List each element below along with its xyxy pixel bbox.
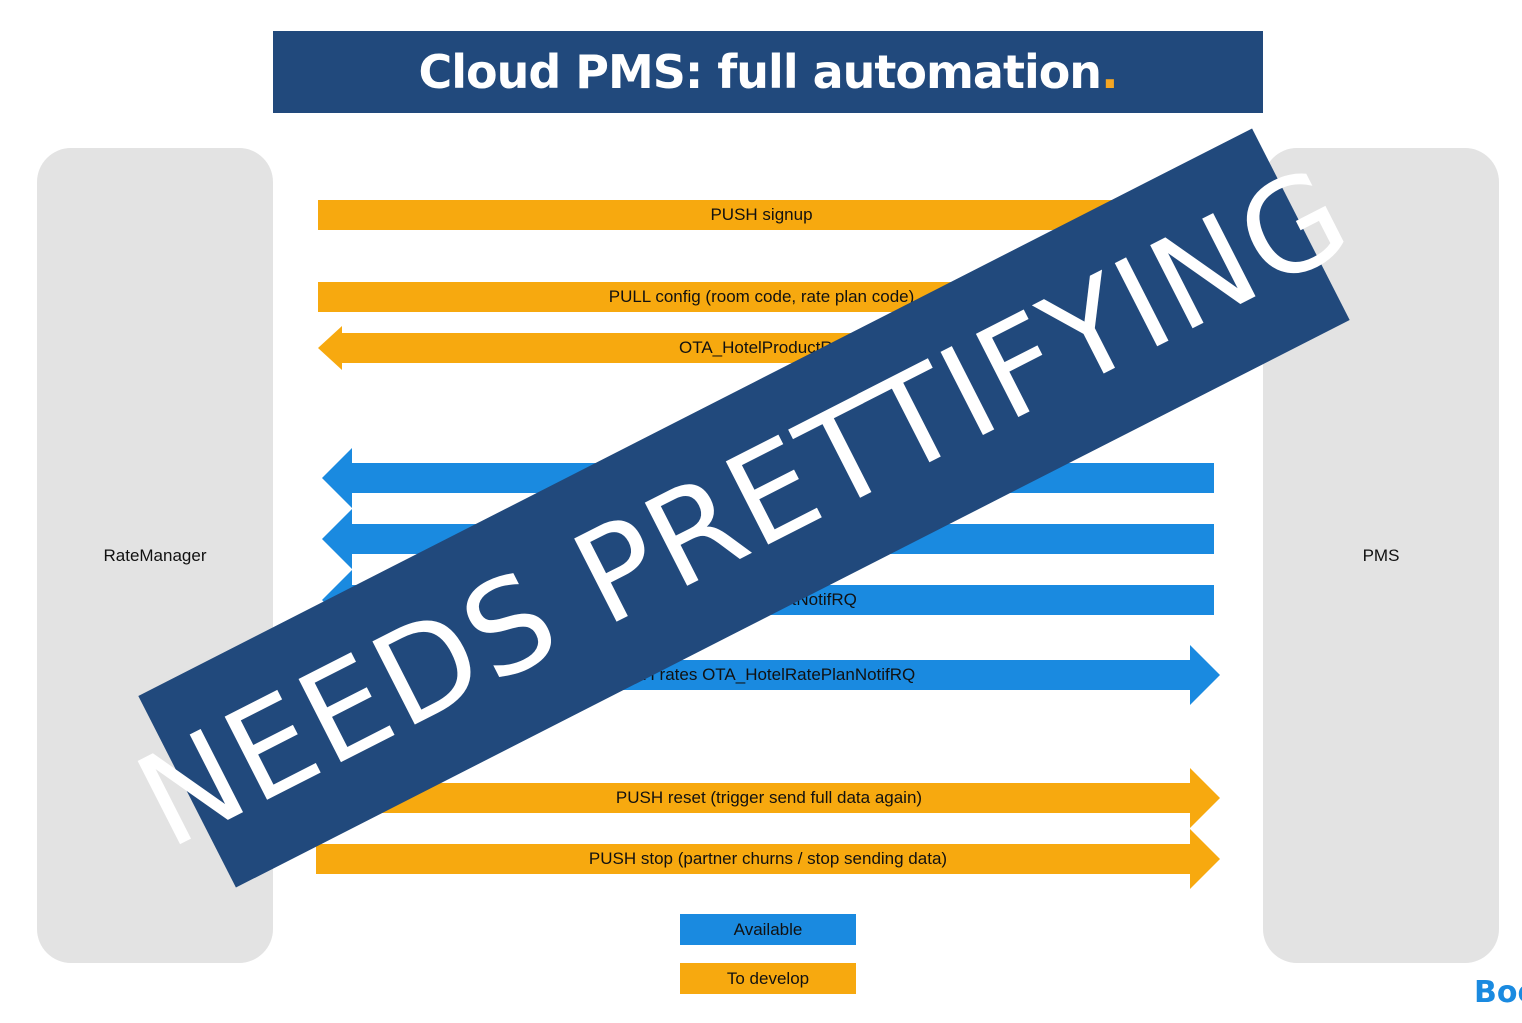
actor-ratemanager-label: RateManager: [103, 545, 207, 565]
arrow-label: OTA_HotelProductRS: [678, 338, 845, 357]
legend-to-develop: To develop: [680, 963, 856, 994]
legend-to-develop-label: To develop: [726, 968, 810, 988]
legend-available-label: Available: [733, 919, 803, 939]
arrow-label: PUSH signup: [710, 205, 813, 224]
page-title: Cloud PMS: full automation.: [273, 31, 1263, 113]
arrow-label: PUSH stop (partner churns / stop sending…: [588, 849, 948, 868]
brand-logo-text: Boo: [1474, 975, 1522, 1010]
title-dot: .: [1101, 45, 1119, 99]
arrow-label: PULL config (room code, rate plan code): [608, 287, 915, 306]
arrow-label: JSH rates OTA_HotelRatePlanNotifRQ: [622, 665, 916, 684]
arrow-shape: [316, 829, 1220, 889]
brand-logo: Boo: [1474, 975, 1522, 1010]
title-text: Cloud PMS: full automation: [418, 45, 1102, 99]
actor-pms-label: PMS: [1362, 545, 1400, 565]
arrow-label: PUSH reset (trigger send full data again…: [615, 788, 923, 807]
arrow-shape: [318, 768, 1220, 828]
legend-available: Available: [680, 914, 856, 945]
arrow-shape: [318, 200, 1205, 230]
